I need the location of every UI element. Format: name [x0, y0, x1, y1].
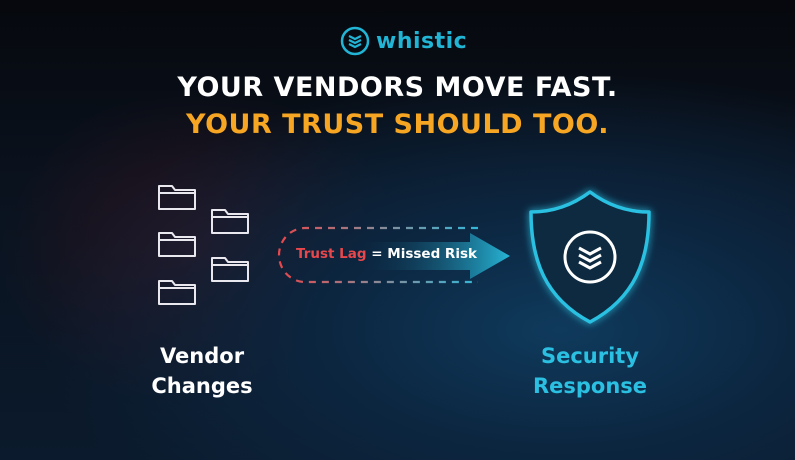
vendor-label-line-2: Changes — [151, 374, 253, 398]
folder-icon — [158, 185, 196, 210]
headline-line-2: YOUR TRUST SHOULD TOO. — [186, 109, 609, 140]
whistic-logo-icon — [340, 26, 370, 56]
trust-lag-text: Trust Lag — [296, 246, 367, 262]
arrow-icon — [360, 233, 510, 279]
shield-icon — [529, 190, 651, 324]
vendor-label-line-1: Vendor — [159, 344, 245, 368]
whistic-shield-emblem — [563, 230, 617, 284]
folder-icon — [211, 209, 249, 234]
trust-lag-equation: Trust Lag = Missed Risk — [296, 246, 477, 262]
folder-icon — [158, 232, 196, 257]
folder-icon — [211, 257, 249, 282]
headline-line-1: YOUR VENDORS MOVE FAST. — [177, 72, 618, 103]
missed-risk-text: Missed Risk — [387, 246, 477, 262]
whistic-logo: whistic — [340, 26, 467, 56]
equals-sign: = — [371, 246, 383, 262]
folder-icon — [158, 280, 196, 305]
dashed-loop — [277, 226, 478, 284]
security-response-label: Security Response — [490, 341, 690, 401]
security-label-line-1: Security — [540, 344, 640, 368]
security-label-line-2: Response — [532, 374, 648, 398]
brand-name: whistic — [376, 28, 468, 54]
vendor-changes-label: Vendor Changes — [102, 341, 302, 401]
